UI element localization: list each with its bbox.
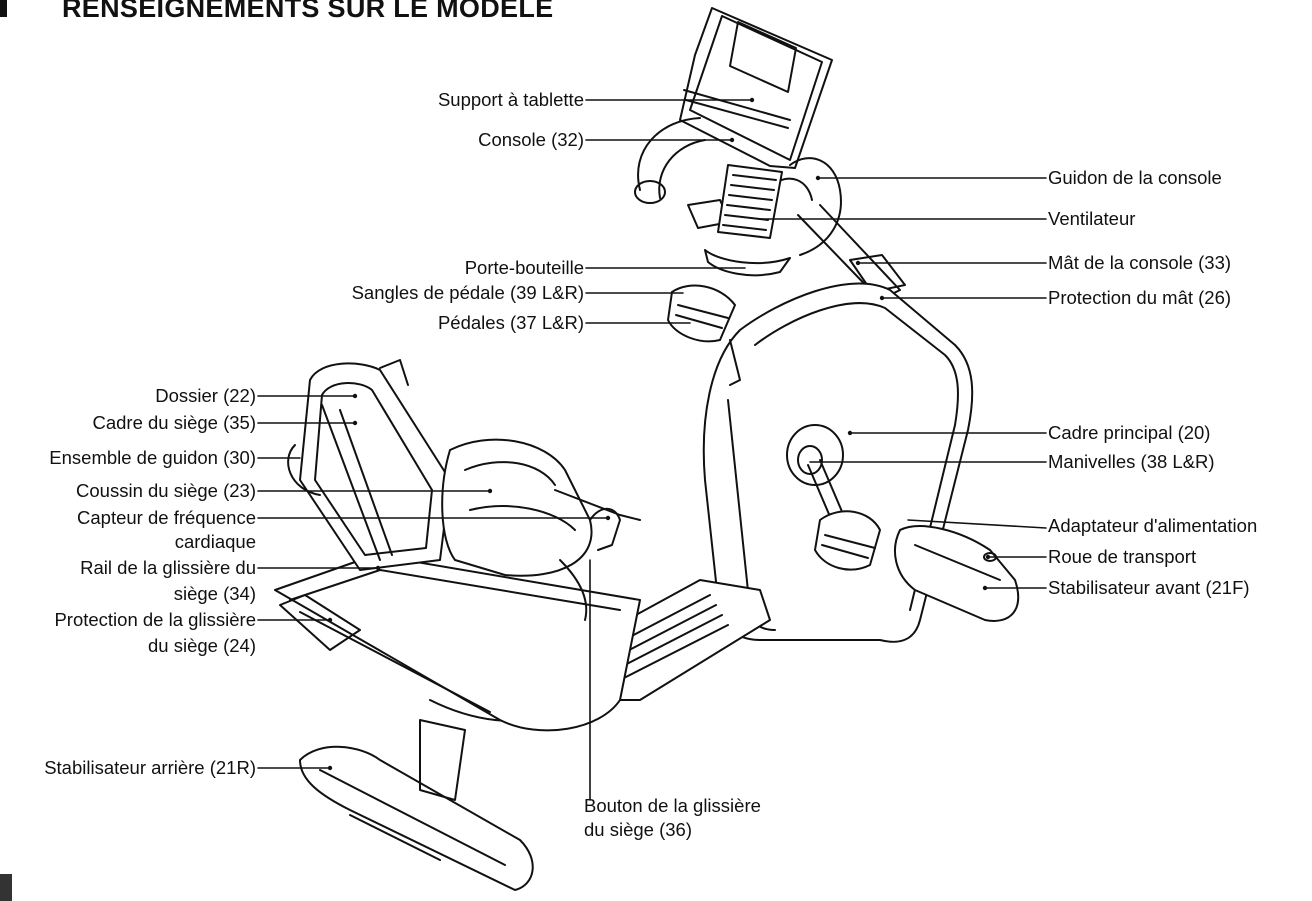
label-console: Console (32): [478, 129, 584, 150]
label-capteur-frequence-line2: cardiaque: [174, 531, 256, 552]
label-protection-mat: Protection du mât (26): [1048, 287, 1232, 308]
label-manivelles: Manivelles (38 L&R): [1048, 451, 1215, 472]
seat-base-drawing: [274, 554, 641, 732]
fan-drawing: [717, 164, 783, 239]
label-bouton-glissiere-line1: Bouton de la glissière: [584, 795, 761, 816]
label-ensemble-guidon: Ensemble de guidon (30): [49, 447, 256, 468]
label-rail-glissiere-line1: Rail de la glissière du: [80, 557, 256, 578]
seat-back-drawing: [299, 359, 451, 571]
label-support-tablette: Support à tablette: [437, 89, 584, 110]
label-dossier: Dossier (22): [155, 385, 256, 406]
seat-cushion-drawing: [441, 438, 593, 577]
page-title: RENSEIGNEMENTS SUR LE MODÈLE: [62, 0, 554, 23]
label-protection-glissiere-line2: du siège (24): [148, 635, 256, 656]
label-adaptateur-alimentation: Adaptateur d'alimentation: [1048, 515, 1258, 536]
label-mat-console: Mât de la console (33): [1048, 252, 1232, 273]
page-corner-mark: [0, 0, 7, 17]
label-capteur-frequence-line1: Capteur de fréquence: [77, 507, 256, 528]
label-protection-glissiere-line1: Protection de la glissière: [54, 609, 256, 630]
page-edge-tab: [0, 874, 12, 901]
label-cadre-siege: Cadre du siège (35): [92, 412, 256, 433]
label-pedales: Pédales (37 L&R): [437, 312, 584, 333]
rear-stabilizer-drawing: [299, 719, 534, 891]
label-ventilateur: Ventilateur: [1048, 208, 1136, 229]
console-drawing: [679, 7, 833, 169]
front-stabilizer-drawing: [894, 525, 1020, 622]
label-rail-glissiere-line2: siège (34): [173, 583, 256, 604]
seat-handlebar-drawing: [287, 444, 641, 621]
label-roue-transport: Roue de transport: [1048, 546, 1197, 567]
bottle-holder-drawing: [704, 249, 791, 277]
label-coussin-siege: Coussin du siège (23): [76, 480, 256, 501]
label-stabilisateur-arriere: Stabilisateur arrière (21R): [44, 757, 256, 778]
leader-lines: [257, 99, 1047, 801]
pedal-drawing: [667, 284, 881, 571]
label-guidon-console: Guidon de la console: [1048, 167, 1222, 188]
label-stabilisateur-avant: Stabilisateur avant (21F): [1048, 577, 1250, 598]
label-cadre-principal: Cadre principal (20): [1048, 422, 1211, 443]
label-bouton-glissiere-line2: du siège (36): [584, 819, 692, 840]
label-porte-bouteille: Porte-bouteille: [464, 257, 584, 278]
label-sangles-pedale: Sangles de pédale (39 L&R): [351, 282, 584, 303]
